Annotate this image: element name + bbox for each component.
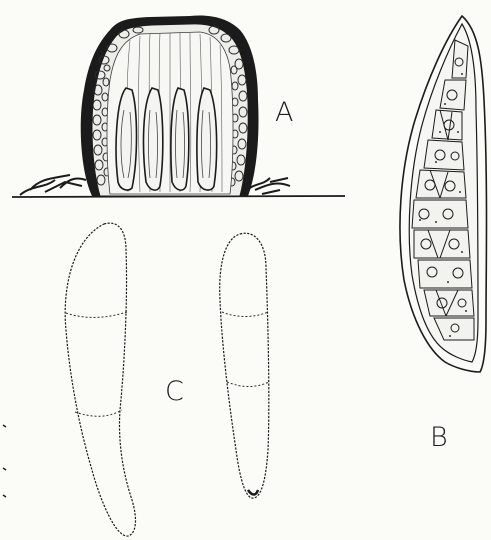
ascospore-left	[65, 223, 135, 536]
ascus-1	[116, 88, 136, 190]
ascus-3	[171, 88, 189, 190]
panel-label-a: A	[275, 97, 293, 128]
ascus-4	[197, 88, 217, 190]
panel-a-ascoma	[12, 16, 345, 197]
panel-b-ascus	[400, 16, 487, 372]
left-edge-marks	[3, 425, 6, 497]
ascospore-right	[220, 233, 269, 498]
panel-label-b: B	[430, 422, 448, 453]
ascus-2	[144, 88, 163, 190]
basal-hyphae-left	[20, 175, 86, 195]
panel-label-c: C	[165, 376, 184, 407]
